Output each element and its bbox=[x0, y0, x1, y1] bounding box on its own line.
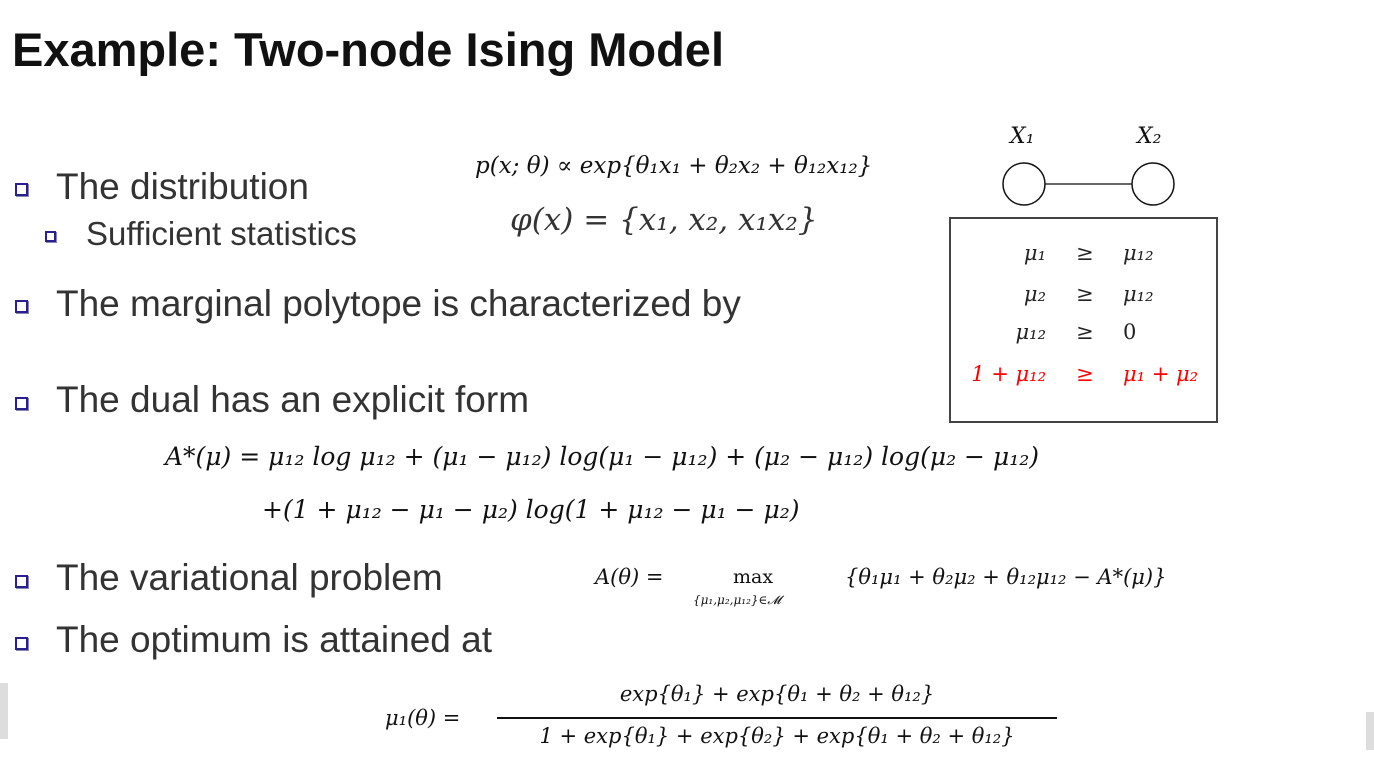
bullet-distribution: The distribution bbox=[56, 166, 309, 207]
constraints-box: μ₁ ≥ μ₁₂ μ₂ ≥ μ₁₂ μ₁₂ ≥ 0 1 + μ₁₂ ≥ μ₁ +… bbox=[949, 217, 1218, 423]
constraint-op: ≥ bbox=[1076, 320, 1094, 344]
optimum-lhs: μ₁(θ) = bbox=[385, 706, 461, 730]
node-label-x1: X₁ bbox=[1010, 124, 1035, 149]
bullet-dual: The dual has an explicit form bbox=[56, 379, 530, 420]
constraint-lhs: μ₁₂ bbox=[1015, 320, 1047, 344]
graph-node-x2 bbox=[1131, 162, 1175, 206]
bullet-variational: The variational problem bbox=[56, 557, 443, 598]
right-edge-marker bbox=[1366, 712, 1374, 750]
bullet-icon bbox=[15, 300, 28, 313]
graph-node-x1 bbox=[1002, 162, 1046, 206]
bullet-optimum: The optimum is attained at bbox=[56, 619, 492, 660]
sufficient-statistics-formula: φ(x) = {x₁, x₂, x₁x₂} bbox=[510, 202, 818, 238]
optimum-denominator: 1 + exp{θ₁} + exp{θ₂} + exp{θ₁ + θ₂ + θ₁… bbox=[539, 724, 1015, 748]
dual-formula-line2: +(1 + μ₁₂ − μ₁ − μ₂) log(1 + μ₁₂ − μ₁ − … bbox=[262, 495, 800, 524]
optimum-numerator: exp{θ₁} + exp{θ₁ + θ₂ + θ₁₂} bbox=[619, 682, 935, 706]
variational-body: {θ₁μ₁ + θ₂μ₂ + θ₁₂μ₁₂ − A*(μ)} bbox=[845, 565, 1167, 589]
constraint-op: ≥ bbox=[1076, 241, 1094, 265]
constraint-rhs: 0 bbox=[1123, 320, 1137, 344]
constraint-rhs-highlighted: μ₁ + μ₂ bbox=[1123, 362, 1199, 386]
ising-graph bbox=[1002, 162, 1175, 206]
dual-formula-line1: A*(μ) = μ₁₂ log μ₁₂ + (μ₁ − μ₁₂) log(μ₁ … bbox=[165, 442, 1039, 471]
bullet-polytope: The marginal polytope is characterized b… bbox=[56, 283, 741, 324]
fraction-bar bbox=[497, 717, 1057, 719]
bullet-icon bbox=[15, 183, 28, 196]
left-edge-marker bbox=[0, 683, 8, 739]
variational-lhs: A(θ) = bbox=[595, 565, 664, 589]
sub-bullet-icon bbox=[45, 231, 56, 242]
bullet-icon bbox=[15, 575, 28, 588]
variational-subscript: {μ₁,μ₂,μ₁₂}∈𝓜 bbox=[693, 593, 781, 607]
constraint-rhs: μ₁₂ bbox=[1123, 241, 1154, 265]
constraint-op: ≥ bbox=[1076, 282, 1094, 306]
node-label-x2: X₂ bbox=[1137, 124, 1162, 149]
constraint-op-highlighted: ≥ bbox=[1076, 362, 1094, 386]
distribution-formula: p(x; θ) ∝ exp{θ₁x₁ + θ₂x₂ + θ₁₂x₁₂} bbox=[475, 153, 873, 179]
variational-max: max bbox=[733, 566, 774, 588]
constraint-lhs: μ₂ bbox=[1023, 282, 1046, 306]
constraint-rhs: μ₁₂ bbox=[1123, 282, 1154, 306]
constraint-lhs: μ₁ bbox=[1023, 241, 1046, 265]
bullet-icon bbox=[15, 637, 28, 650]
bullet-sufficient-statistics: Sufficient statistics bbox=[86, 215, 357, 252]
constraint-lhs-highlighted: 1 + μ₁₂ bbox=[971, 362, 1046, 386]
bullet-icon bbox=[15, 397, 28, 410]
slide-title: Example: Two-node Ising Model bbox=[12, 23, 724, 76]
